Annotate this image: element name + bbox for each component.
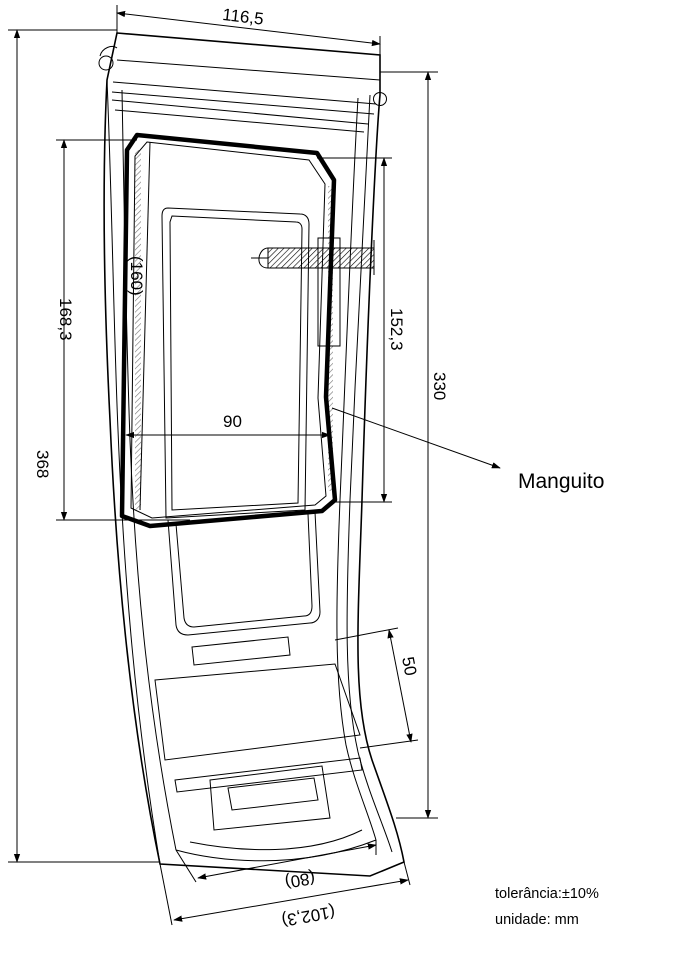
dim-cuff-height: 152,3 [387,308,406,351]
cuff-outline [119,132,338,529]
dimension-inner-width: 90 [125,412,331,439]
dimension-top-width: 116,5 [116,5,381,58]
callout-label: Manguito [518,470,605,493]
dim-bottom-outer-width: (102,3) [280,902,336,930]
dimension-overall-height: 368 [8,29,160,863]
dim-inner-diameter: (160) [127,256,146,296]
dim-cuff-outer-height: 168,3 [56,298,75,341]
dim-inner-width: 90 [223,412,242,431]
bag-outline [98,32,405,877]
dimension-bottom-outer: (102,3) [159,861,411,930]
callout-leader [331,407,501,469]
dim-top-width: 116,5 [221,5,264,29]
dim-overall-height: 368 [33,450,52,478]
hose-connector [251,237,375,347]
tolerance-note: tolerância:±10% [495,886,599,902]
inner-window [154,207,363,831]
dimension-inner-diameter: (160) [127,256,146,296]
dimension-cuff-height: 152,3 [317,157,406,503]
dim-body-height: 330 [430,372,449,400]
dimension-cuff-outer: 168,3 [56,139,190,521]
unit-note: unidade: mm [495,912,579,928]
dimension-body-height: 330 [380,71,449,819]
top-seal [111,59,381,133]
dim-pocket-height: 50 [398,655,420,677]
dimension-pocket-height: 50 [334,627,420,749]
